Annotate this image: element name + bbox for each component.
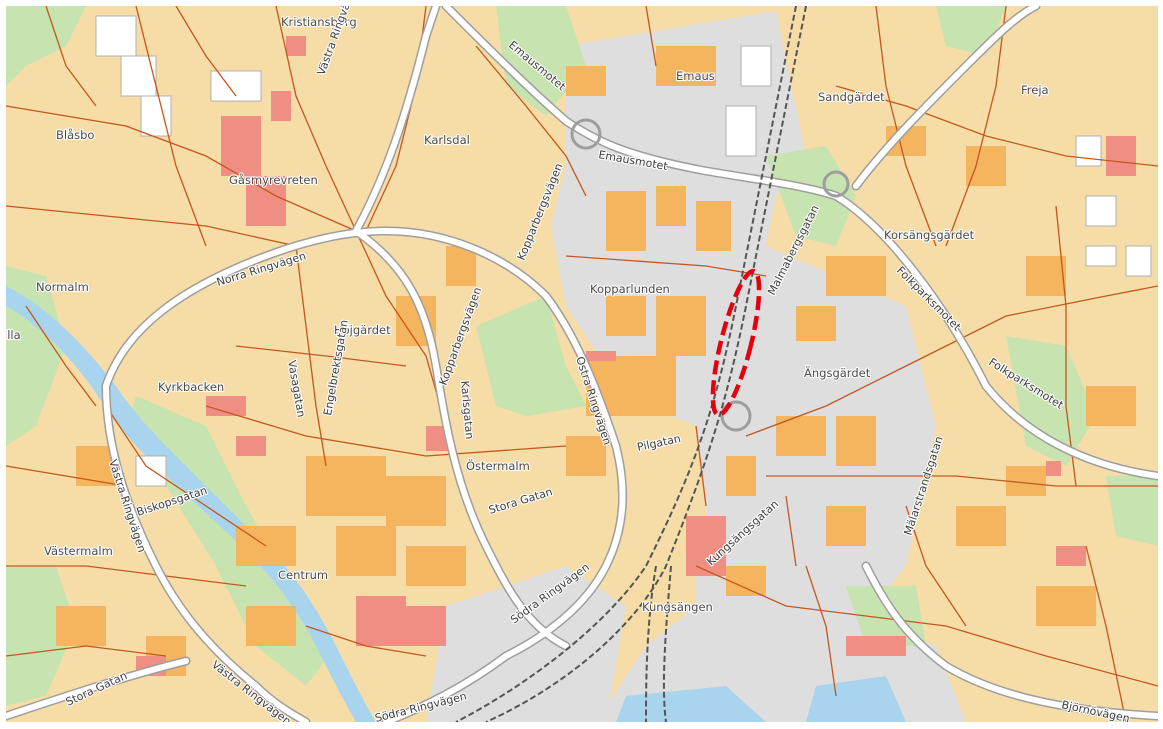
district-label: Västermalm xyxy=(44,544,113,558)
district-label: Kungsängen xyxy=(642,600,713,614)
district-label: Sandgärdet xyxy=(818,90,885,104)
park-south xyxy=(6,566,76,706)
district-label: Emaus xyxy=(676,69,715,83)
vattholmavagen-road xyxy=(353,6,439,234)
district-label: Kristiansborg xyxy=(281,15,357,29)
district-label: Korsängsgärdet xyxy=(884,228,975,242)
rail-line-3 xyxy=(645,565,657,722)
vastra-ringvagen-road xyxy=(103,383,309,722)
district-label: Gåsmyrevreten xyxy=(229,173,318,187)
ostra-ringvagen-road xyxy=(383,293,626,722)
park-east-2 xyxy=(1006,336,1096,466)
kopparbergsvagen-road xyxy=(353,228,569,649)
roundabouts xyxy=(570,118,850,432)
map-canvas[interactable]: Kristiansborg Blåsbo Gåsmyrevreten Karls… xyxy=(6,6,1158,722)
edge-label-fragment: illa xyxy=(6,328,21,342)
district-label: Östermalm xyxy=(466,457,530,473)
open-areas xyxy=(95,15,1152,487)
railway xyxy=(455,6,807,722)
district-label: Freja xyxy=(1021,83,1049,97)
highlight-marker[interactable] xyxy=(704,268,769,419)
fyris-river xyxy=(6,286,376,722)
road-label: Karlsgatan xyxy=(458,380,476,440)
water-east-corner xyxy=(806,676,906,722)
district-label: Karlsdal xyxy=(424,133,470,147)
stora-gatan-road xyxy=(6,658,189,719)
district-label: Ängsgärdet xyxy=(804,365,871,380)
emausmotet-road xyxy=(443,6,1158,479)
district-label: Normalm xyxy=(36,280,89,294)
water-southeast xyxy=(616,686,766,722)
district-label: Kopparlunden xyxy=(590,282,670,296)
district-label: Blåsbo xyxy=(56,128,94,142)
park-west xyxy=(6,6,86,86)
malmaberg-roundabout xyxy=(822,170,850,198)
norra-ringvagen-road xyxy=(103,228,549,389)
rail-line-4 xyxy=(662,565,672,722)
rail-line-1 xyxy=(455,6,797,722)
park-emaus xyxy=(496,6,586,116)
district-label: Centrum xyxy=(278,568,328,582)
buildings xyxy=(56,46,1136,676)
bjornovagen-road xyxy=(863,563,1158,719)
district-label: Kyrkbacken xyxy=(158,380,224,394)
rail-line-2 xyxy=(485,6,807,722)
district-label: Höjgärdet xyxy=(334,323,391,337)
district-labels: Kristiansborg Blåsbo Gåsmyrevreten Karls… xyxy=(6,14,1050,615)
park-city xyxy=(476,296,586,416)
pilgatan-roundabout xyxy=(720,400,752,432)
park-east-3 xyxy=(1106,476,1158,546)
major-roads xyxy=(6,6,1158,722)
emausmotet-roundabout xyxy=(570,118,602,150)
northeast-road xyxy=(853,6,1039,189)
